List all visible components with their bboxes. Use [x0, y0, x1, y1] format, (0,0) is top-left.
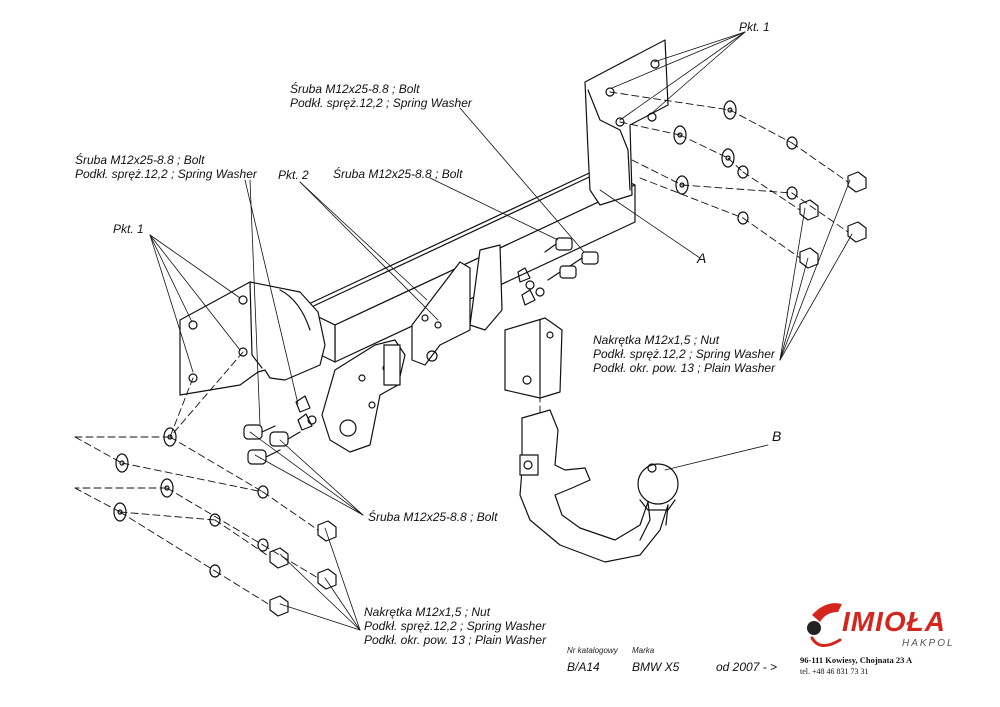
label-left-spring-washer: Podkł. spręż.12,2 ; Spring Washer [75, 167, 257, 181]
company-logo-name: IMIOŁA [842, 606, 946, 637]
left-fasteners [113, 427, 337, 617]
since-year: od 2007 - > [716, 660, 778, 674]
label-bottom-plain-washer: Podkł. okr. pow. 13 ; Plain Washer [364, 633, 547, 647]
label-pkt2: Pkt. 2 [278, 168, 309, 182]
plain-washer [721, 148, 735, 168]
label-b: B [772, 428, 782, 444]
bolt-hole [650, 59, 660, 69]
center-brackets [411, 244, 563, 399]
plain-washer [113, 502, 127, 522]
company-logo-sub: HAKPOL [902, 638, 955, 649]
label-right-plain-washer: Podkł. okr. pow. 13 ; Plain Washer [593, 361, 776, 375]
leader-lines [149, 31, 853, 631]
label-bottom-bolt: Śruba M12x25-8.8 ; Bolt [368, 510, 498, 524]
bolt-hole [238, 347, 248, 357]
nut [269, 547, 289, 569]
nut [269, 595, 289, 617]
bolt [547, 265, 577, 281]
nut [847, 221, 867, 243]
catalog-number-caption: Nr katalogowy [567, 646, 618, 655]
label-right-spring-washer: Podkł. spręż.12,2 ; Spring Washer [593, 347, 775, 361]
nut [799, 247, 819, 269]
crossbar-a [299, 167, 636, 363]
bolt [243, 424, 276, 440]
catalog-number: B/A14 [567, 660, 600, 674]
bolt [544, 237, 573, 253]
bolt [569, 251, 599, 267]
bolts [243, 237, 599, 465]
plain-washer [115, 453, 129, 473]
label-a: A [697, 250, 707, 266]
plain-washer [723, 100, 737, 120]
spring-washer [209, 564, 221, 578]
left-bracket [179, 281, 326, 396]
spring-washer [257, 485, 269, 499]
label-right-nut: Nakrętka M12x1,5 ; Nut [593, 333, 720, 347]
bolt-hole [605, 87, 615, 97]
brand-caption: Marka [632, 646, 655, 655]
spring-washer [737, 211, 749, 225]
bolt-hole [188, 320, 198, 330]
ball-hook-b [519, 409, 679, 563]
bolt-hole [615, 117, 625, 127]
bolt [269, 431, 301, 447]
label-pkt1-right: Pkt. 1 [739, 20, 770, 34]
right-bracket [584, 39, 669, 206]
bolt [247, 449, 281, 465]
spring-washer [786, 136, 798, 150]
bolt-hole [238, 295, 248, 305]
nut [799, 199, 819, 221]
spring-washer [257, 538, 269, 552]
label-left-bolt: Śruba M12x25-8.8 ; Bolt [75, 153, 205, 167]
label-mid-bolt: Śruba M12x25-8.8 ; Bolt [333, 167, 463, 181]
bolt-hole [188, 373, 198, 383]
plain-washer [673, 125, 687, 145]
spring-washer [737, 165, 749, 179]
label-pkt1-left: Pkt. 1 [113, 222, 144, 236]
assembly-lines [74, 91, 849, 606]
right-fasteners [673, 100, 867, 269]
tow-hook-logo-icon [807, 603, 842, 647]
company-phone: tel. +48 46 831 73 31 [800, 667, 869, 676]
bolt-hole [647, 112, 657, 122]
brand: BMW X5 [632, 660, 680, 674]
nut [317, 520, 337, 542]
label-top-spring-washer: Podkł. spręż.12,2 ; Spring Washer [290, 96, 472, 110]
label-bottom-nut: Nakrętka M12x1,5 ; Nut [364, 605, 491, 619]
nut [317, 568, 337, 590]
socket-plate [321, 339, 406, 453]
label-top-bolt: Śruba M12x25-8.8 ; Bolt [290, 82, 420, 96]
nut [847, 171, 867, 193]
company-address: 96-111 Kowiesy, Chojnata 23 A [800, 655, 913, 665]
label-bottom-spring-washer: Podkł. spręż.12,2 ; Spring Washer [364, 619, 546, 633]
